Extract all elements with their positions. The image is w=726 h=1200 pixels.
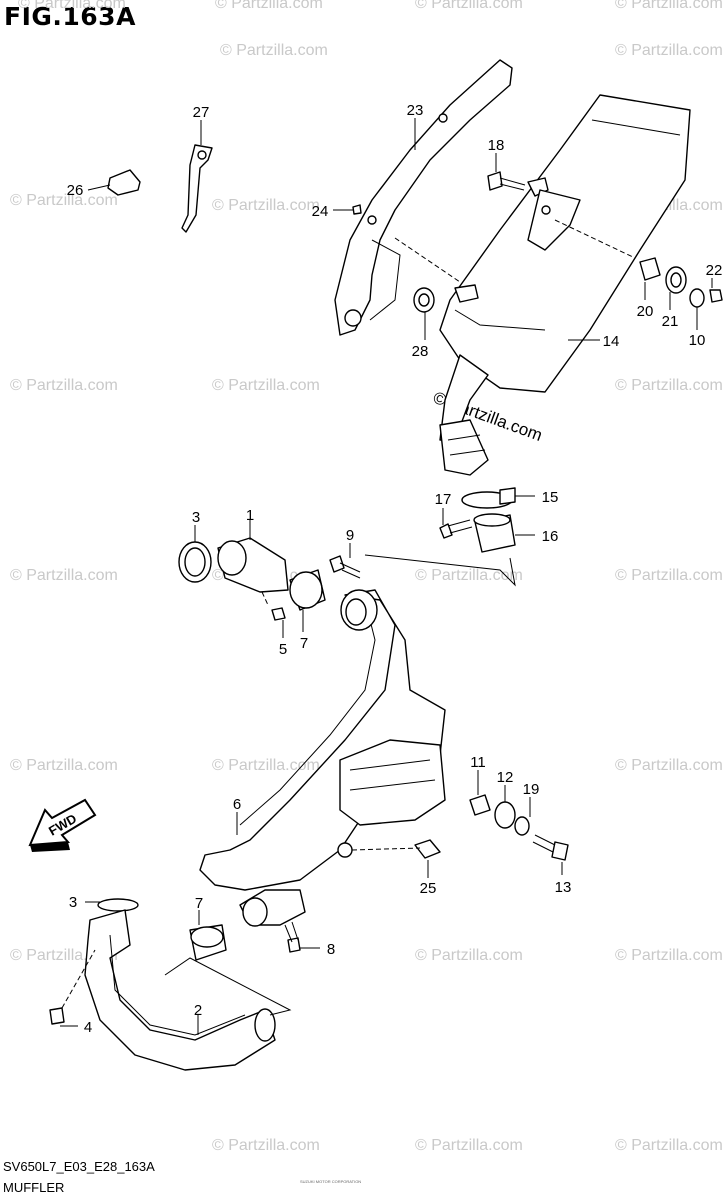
part-label-6[interactable]: 6 (233, 796, 241, 813)
part-label-10[interactable]: 10 (689, 332, 706, 349)
part-head-pipe-lower (49, 898, 301, 1071)
part-label-27[interactable]: 27 (193, 104, 210, 121)
part-label-1[interactable]: 1 (246, 507, 254, 524)
part-label-15[interactable]: 15 (542, 489, 559, 506)
figure-title: FIG.163A (4, 2, 136, 31)
leader-lines (60, 118, 713, 1035)
part-label-21[interactable]: 21 (662, 313, 679, 330)
part-label-3[interactable]: 3 (69, 894, 77, 911)
watermark: © Partzilla.com (212, 757, 320, 774)
watermark: © Partzilla.com (615, 947, 723, 964)
watermark: © Partzilla.com (220, 42, 328, 59)
part-exhaust-pipe (199, 555, 446, 927)
part-label-26[interactable]: 26 (67, 182, 84, 199)
part-label-20[interactable]: 20 (637, 303, 654, 320)
part-label-25[interactable]: 25 (420, 880, 437, 897)
part-label-8[interactable]: 8 (327, 941, 335, 958)
part-labels: 1 2 3 3 4 5 6 7 7 8 9 10 11 12 13 14 15 … (67, 102, 723, 1036)
part-label-5[interactable]: 5 (279, 641, 287, 658)
watermark: © Partzilla.com (18, 0, 126, 12)
watermark: © Partzilla.com (615, 757, 723, 774)
part-flange-upper (178, 537, 326, 621)
watermark: © Partzilla.com (615, 567, 723, 584)
part-muffler (394, 94, 691, 476)
watermark: © Partzilla.com (415, 0, 523, 12)
watermark: © Partzilla.com (10, 192, 118, 209)
watermark: © Partzilla.com (212, 377, 320, 394)
part-label-18[interactable]: 18 (488, 137, 505, 154)
part-label-13[interactable]: 13 (555, 879, 572, 896)
watermark: © Partzilla.com (212, 197, 320, 214)
part-label-11[interactable]: 11 (470, 754, 486, 771)
watermark: © Partzilla.com (615, 42, 723, 59)
part-label-3[interactable]: 3 (192, 509, 200, 526)
part-hardware-lower (469, 794, 569, 861)
part-label-16[interactable]: 16 (542, 528, 559, 545)
part-label-12[interactable]: 12 (497, 769, 514, 786)
figure-code: SV650L7_E03_E28_163A (3, 1159, 155, 1174)
watermark: © Partzilla.com (10, 567, 118, 584)
part-clamp (364, 487, 516, 587)
watermark: © Partzilla.com (215, 0, 323, 12)
part-heat-shield (334, 59, 513, 336)
part-label-22[interactable]: 22 (706, 262, 723, 279)
part-hardware-upper (107, 144, 723, 313)
watermark: © Partzilla.com (415, 567, 523, 584)
watermark: © Partzilla.com (615, 377, 723, 394)
watermark: © Partzilla.com (615, 1137, 723, 1154)
part-label-19[interactable]: 19 (523, 781, 540, 798)
part-label-14[interactable]: 14 (603, 333, 620, 350)
part-label-24[interactable]: 24 (312, 203, 329, 220)
watermark: © Partzilla.com (10, 377, 118, 394)
part-label-9[interactable]: 9 (346, 527, 354, 544)
part-label-7[interactable]: 7 (300, 635, 308, 652)
fwd-arrow-icon: FWD (28, 798, 97, 852)
part-label-17[interactable]: 17 (435, 491, 452, 508)
fine-print: SUZUKI MOTOR CORPORATION (300, 1179, 362, 1184)
part-label-7[interactable]: 7 (195, 895, 203, 912)
watermark: © Partzilla.com (415, 947, 523, 964)
figure-caption: MUFFLER (3, 1180, 65, 1195)
part-label-4[interactable]: 4 (84, 1019, 92, 1036)
watermark: © Partzilla.com (415, 1137, 523, 1154)
watermark: © Partzilla.com (10, 757, 118, 774)
watermark: © Partzilla.com (615, 0, 723, 12)
watermark: © Partzilla.com (212, 1137, 320, 1154)
part-label-2[interactable]: 2 (194, 1002, 202, 1019)
part-label-28[interactable]: 28 (412, 343, 429, 360)
part-label-23[interactable]: 23 (407, 102, 424, 119)
